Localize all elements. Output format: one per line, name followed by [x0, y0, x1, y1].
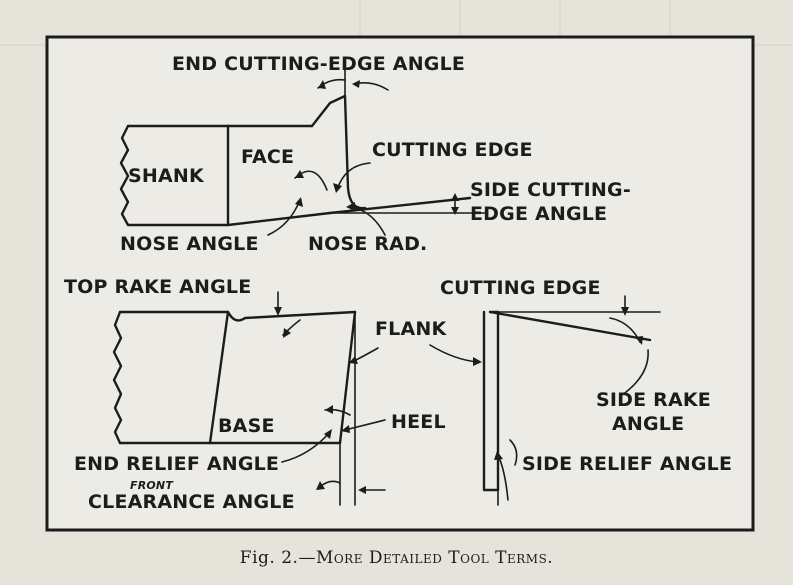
label-end-cutting-edge-angle: END CUTTING-EDGE ANGLE — [172, 53, 465, 75]
label-face: FACE — [241, 146, 294, 168]
end-cutting-edge — [343, 94, 367, 210]
label-clearance-angle: CLEARANCE ANGLE — [88, 491, 295, 513]
label-base: BASE — [218, 415, 275, 437]
labels: END CUTTING-EDGE ANGLE SHANK FACE CUTTIN… — [64, 53, 732, 513]
diagram-frame — [45, 35, 755, 532]
label-flank: FLANK — [375, 318, 447, 340]
label-nose-rad: NOSE RAD. — [308, 233, 427, 255]
label-side-relief-angle: SIDE RELIEF ANGLE — [522, 453, 732, 475]
side-relief-arc — [509, 439, 518, 466]
label-heel: HEEL — [391, 411, 446, 433]
side-view-shank-edge — [112, 310, 123, 445]
caption-text: —More Detailed Tool Terms. — [298, 548, 554, 568]
base-inner-line — [208, 310, 230, 445]
top-view — [119, 69, 486, 236]
label-top-rake-angle: TOP RAKE ANGLE — [64, 276, 251, 298]
face-outline — [226, 124, 332, 227]
side-cutting-edge — [310, 94, 472, 215]
label-nose-angle: NOSE ANGLE — [120, 233, 259, 255]
label-side-cutting-edge-angle-1: SIDE CUTTING- — [470, 179, 631, 201]
label-cutting-edge-top: CUTTING EDGE — [372, 139, 533, 161]
label-cutting-edge-bottom: CUTTING EDGE — [440, 277, 601, 299]
end-view — [429, 295, 661, 506]
end-view-top — [488, 310, 652, 342]
label-side-rake-angle-1: SIDE RAKE — [596, 389, 711, 411]
label-shank: SHANK — [128, 165, 205, 187]
side-view — [112, 291, 386, 506]
label-end-relief-angle: END RELIEF ANGLE — [74, 453, 279, 475]
figure-caption: Fig. 2.—More Detailed Tool Terms. — [0, 548, 793, 568]
side-rake-pointer — [621, 349, 649, 396]
shank-outline — [119, 124, 230, 227]
label-front: FRONT — [130, 479, 174, 492]
caption-prefix: Fig. 2. — [239, 548, 299, 568]
flank-edge — [338, 310, 357, 445]
heel-pointer — [344, 419, 386, 431]
label-side-cutting-edge-angle-2: EDGE ANGLE — [470, 203, 607, 225]
label-side-rake-angle-2: ANGLE — [612, 413, 684, 435]
